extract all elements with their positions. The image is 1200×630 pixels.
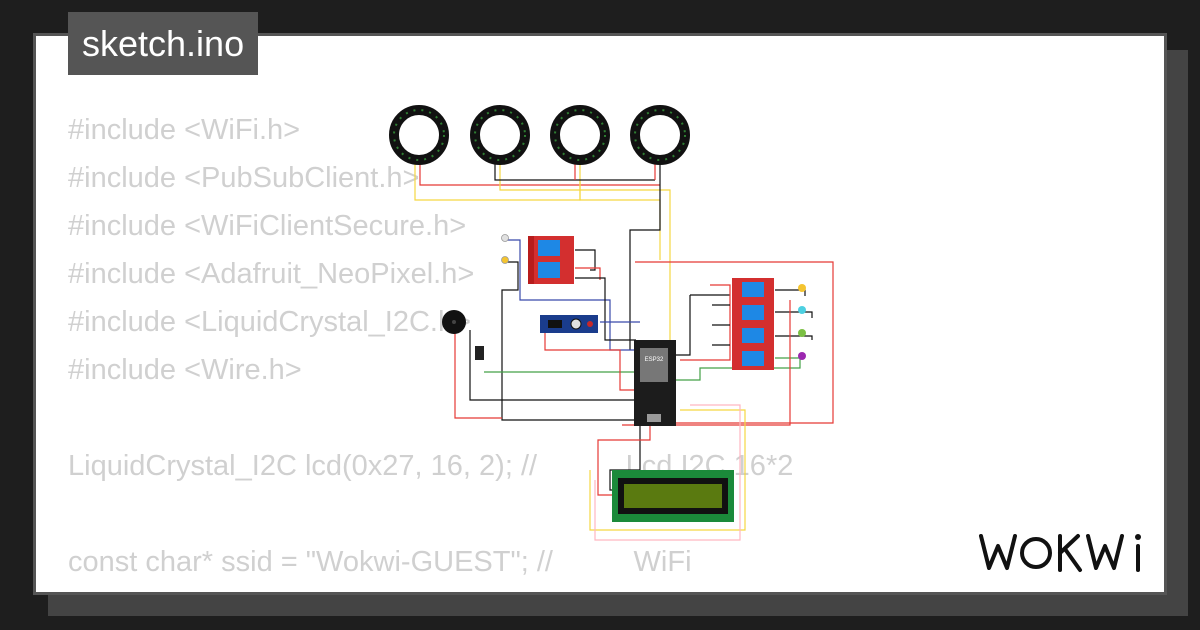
slide-switch	[475, 346, 484, 360]
esp32-board: ESP32	[634, 340, 676, 426]
relay-module-left	[528, 236, 574, 284]
code-line: #include <Wire.h>	[68, 354, 302, 386]
neopixel-ring	[470, 105, 530, 165]
led	[798, 352, 806, 360]
code-line: #include <WiFi.h>	[68, 114, 301, 146]
code-line: LiquidCrystal_I2C lcd(0x27, 16, 2); // L…	[68, 450, 794, 482]
code-line: #include <WiFiClientSecure.h>	[68, 210, 467, 242]
relay-module-right	[732, 278, 774, 370]
neopixel-ring	[550, 105, 610, 165]
sensor-module	[540, 315, 598, 333]
led	[501, 234, 509, 242]
code-line: #include <Adafruit_NeoPixel.h>	[68, 258, 475, 290]
wokwi-logo	[979, 534, 1141, 572]
file-name-badge: sketch.ino	[68, 12, 259, 75]
led	[798, 329, 806, 337]
svg-text:ESP32: ESP32	[645, 357, 664, 363]
code-line: #include <LiquidCrystal_I2C.h>	[68, 306, 472, 338]
led	[798, 284, 806, 292]
led	[501, 256, 509, 264]
neopixel-ring	[389, 105, 449, 165]
code-line: #include <PubSubClient.h>	[68, 162, 420, 194]
code-line: const char* ssid = "Wokwi-GUEST"; // WiF…	[68, 546, 692, 578]
code-preview: #include <WiFi.h> #include <PubSubClient…	[68, 106, 794, 592]
led	[798, 306, 806, 314]
neopixel-ring	[630, 105, 690, 165]
lcd-display	[612, 470, 734, 522]
